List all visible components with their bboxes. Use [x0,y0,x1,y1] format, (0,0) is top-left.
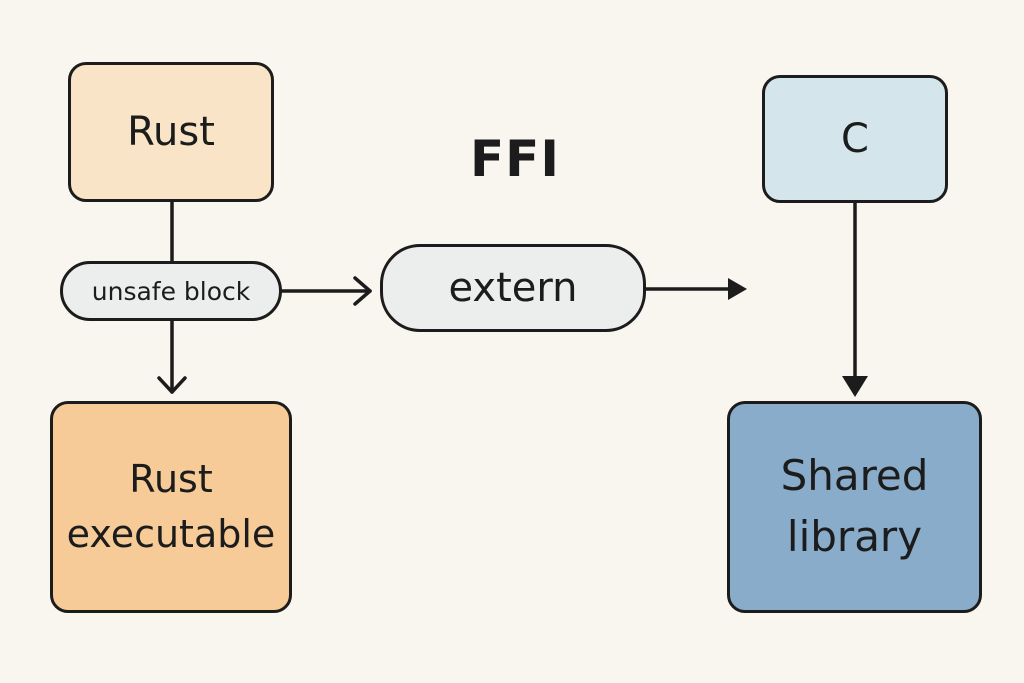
node-rust-executable: Rust executable [50,401,292,613]
node-rust-executable-line1: Rust [129,456,213,501]
node-c-label: C [841,116,869,162]
node-unsafe-block-label: unsafe block [91,276,251,306]
diagram-title: FFI [470,130,560,188]
node-rust: Rust [68,62,274,202]
node-extern-label: extern [448,265,578,311]
node-shared-library: Shared library [727,401,982,613]
arrowhead-extern-right [728,278,747,300]
node-shared-library-line2: library [786,512,923,561]
node-extern: extern [380,244,646,332]
node-c: C [762,75,948,203]
node-unsafe-block: unsafe block [60,261,282,321]
node-shared-library-line1: Shared [780,451,929,501]
node-rust-executable-line2: executable [66,512,276,556]
node-rust-label: Rust [127,109,215,155]
arrowhead-to-extern [353,276,372,306]
arrowhead-to-executable [157,376,187,394]
arrowhead-to-library [842,376,868,397]
